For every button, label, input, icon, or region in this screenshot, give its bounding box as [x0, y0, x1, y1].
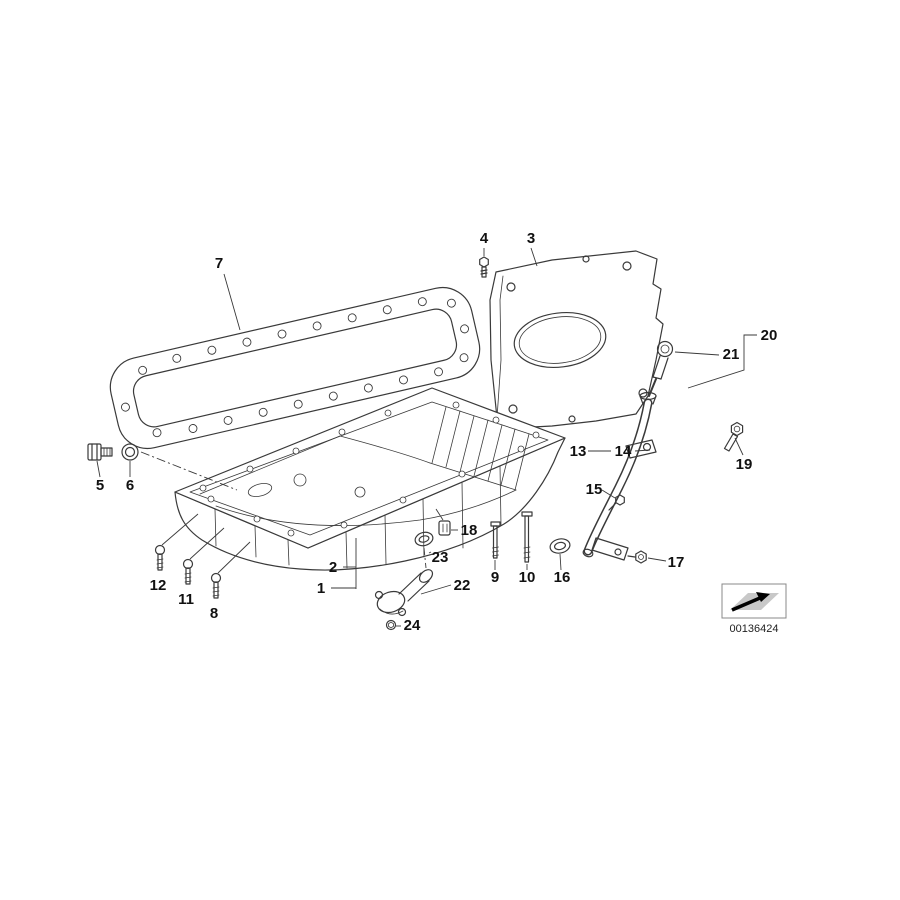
- leader-3: [530, 247, 538, 267]
- callout-2[interactable]: 2: [329, 559, 337, 576]
- leader-16: [559, 553, 562, 571]
- callout-11[interactable]: 11: [178, 591, 194, 608]
- leader-23: [428, 551, 432, 554]
- bolt-19-drawing: [723, 421, 744, 452]
- dipstick-drawing: [648, 340, 674, 397]
- tube-bracket-drawing: [625, 439, 657, 459]
- leader-19: [734, 437, 744, 456]
- clip-drawing: [438, 520, 451, 536]
- callout-22[interactable]: 22: [454, 577, 471, 594]
- callout-13[interactable]: 13: [570, 443, 587, 460]
- callout-10[interactable]: 10: [519, 569, 536, 586]
- bolt-10-drawing: [521, 511, 533, 563]
- callout-5[interactable]: 5: [96, 477, 104, 494]
- leader-18b: [435, 508, 444, 521]
- pipe-bolt-drawing: [385, 619, 397, 631]
- callout-16[interactable]: 16: [554, 569, 571, 586]
- drain-plug-drawing: [87, 443, 113, 461]
- cover-plate-drawing: [489, 250, 664, 429]
- bolt-8-drawing: [210, 572, 222, 599]
- leader-15: [601, 489, 616, 499]
- direction-stamp: 00136424: [721, 583, 787, 635]
- leader-7: [223, 273, 241, 331]
- callout-6[interactable]: 6: [126, 477, 134, 494]
- cover-plate-bolt-drawing: [479, 256, 489, 278]
- callout-19[interactable]: 19: [736, 456, 753, 473]
- callout-12[interactable]: 12: [150, 577, 167, 594]
- axis-line-drain-plug: [140, 451, 238, 491]
- leader-12: [161, 513, 199, 546]
- bracket-bolt-15-drawing: [608, 494, 625, 511]
- direction-arrow-icon: [731, 592, 770, 612]
- bracket-bolt-17-drawing: [627, 550, 647, 564]
- callout-21[interactable]: 21: [723, 346, 740, 363]
- leader-22: [420, 584, 452, 595]
- callout-4[interactable]: 4: [480, 230, 489, 247]
- dipstick-tube-drawing: [582, 391, 657, 561]
- bolt-11-drawing: [182, 558, 194, 585]
- callout-14[interactable]: 14: [615, 443, 632, 460]
- callout-24[interactable]: 24: [404, 617, 421, 634]
- callout-20[interactable]: 20: [761, 327, 778, 344]
- callout-7[interactable]: 7: [215, 255, 223, 272]
- callout-3[interactable]: 3: [527, 230, 535, 247]
- callout-1[interactable]: 1: [317, 580, 325, 597]
- callout-15[interactable]: 15: [586, 481, 603, 498]
- leader-8: [217, 541, 251, 574]
- suction-pipe-drawing: [374, 569, 434, 617]
- leader-17: [647, 557, 667, 562]
- seal-ring-drawing: [549, 538, 571, 554]
- leader-21: [674, 351, 720, 356]
- leader-14: [634, 449, 651, 452]
- oil-pan-drawing: [174, 387, 566, 571]
- tube-lower-bracket-drawing: [591, 537, 629, 561]
- gasket-drawing: [109, 286, 481, 450]
- drawing-number: 00136424: [730, 623, 779, 635]
- callout-leader-lines: [96, 247, 757, 627]
- callout-8[interactable]: 8: [210, 605, 218, 622]
- o-ring-drawing: [414, 531, 434, 547]
- bolt-12-drawing: [154, 544, 166, 571]
- leader-11: [189, 527, 225, 560]
- leader-5: [96, 460, 101, 478]
- leader-20: [687, 334, 757, 389]
- axis-line-o-ring: [423, 547, 427, 569]
- drain-plug-washer-drawing: [121, 443, 139, 461]
- bolt-9-drawing: [490, 521, 501, 559]
- callout-9[interactable]: 9: [491, 569, 499, 586]
- callout-18[interactable]: 18: [461, 522, 478, 539]
- callout-17[interactable]: 17: [668, 554, 685, 571]
- callout-23[interactable]: 23: [432, 549, 449, 566]
